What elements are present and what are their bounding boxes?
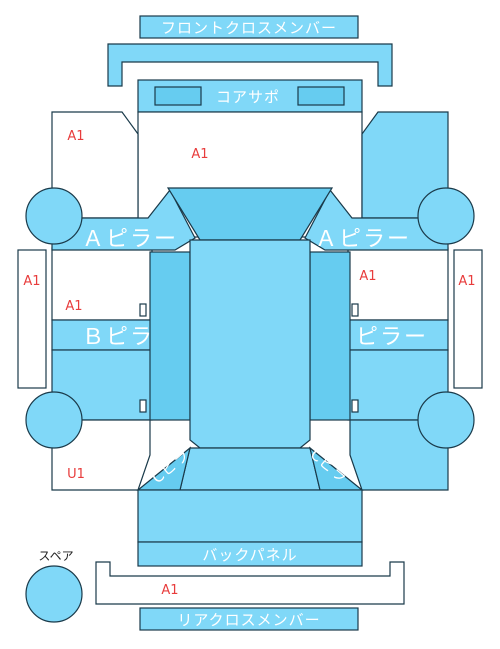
trunk-lid[interactable] [137, 489, 363, 543]
rear-bumper[interactable] [95, 561, 405, 605]
right-side-sill[interactable] [453, 249, 483, 389]
left-inner-strip [149, 251, 191, 421]
wheel-rear-left[interactable] [25, 391, 83, 449]
right-rear-door-handle [351, 399, 359, 413]
core-support-right-slot [297, 86, 345, 106]
hood-code: A1 [191, 147, 208, 162]
wheel-rear-right[interactable] [417, 391, 475, 449]
right-inner-strip [309, 251, 351, 421]
roof[interactable] [189, 239, 311, 449]
left-front-fender-code: A1 [67, 129, 84, 144]
right-front-door[interactable] [347, 247, 449, 321]
spare-tire-label: スペア [38, 549, 73, 563]
core-support-left-slot [154, 86, 202, 106]
left-front-door-handle [139, 303, 147, 317]
left-side-sill[interactable] [17, 249, 47, 389]
left-rear-quarter-code: U1 [67, 467, 85, 482]
a-pillar-right[interactable] [304, 188, 449, 251]
right-front-door-code: A1 [359, 269, 376, 284]
left-rear-door-handle [139, 399, 147, 413]
a-pillar-right-label: Ａピラー [315, 227, 411, 252]
spare-tire[interactable] [25, 565, 83, 623]
back-panel[interactable] [137, 541, 363, 567]
wheel-front-right[interactable] [417, 187, 475, 245]
rear-cross-member[interactable] [139, 607, 359, 631]
front-bumper[interactable] [107, 43, 393, 87]
core-support-label: コアサポ [216, 88, 280, 106]
a-pillar-left[interactable] [51, 188, 196, 251]
a-pillar-left-label: Ａピラー [82, 227, 178, 252]
rear-cross-member-label: リアクロスメンバー [177, 611, 320, 629]
right-side-sill-code: A1 [458, 274, 475, 289]
front-cross-member-label: フロントクロスメンバー [161, 19, 337, 37]
left-front-door-code: A1 [65, 299, 82, 314]
right-front-fender[interactable] [361, 111, 449, 219]
rear-window[interactable] [179, 447, 321, 491]
right-front-door-handle [351, 303, 359, 317]
wheel-front-left[interactable] [25, 187, 83, 245]
front-cross-member[interactable] [139, 15, 359, 39]
back-panel-label: バックパネル [202, 546, 297, 564]
left-side-sill-code: A1 [23, 274, 40, 289]
rear-bumper-code: A1 [161, 583, 178, 598]
